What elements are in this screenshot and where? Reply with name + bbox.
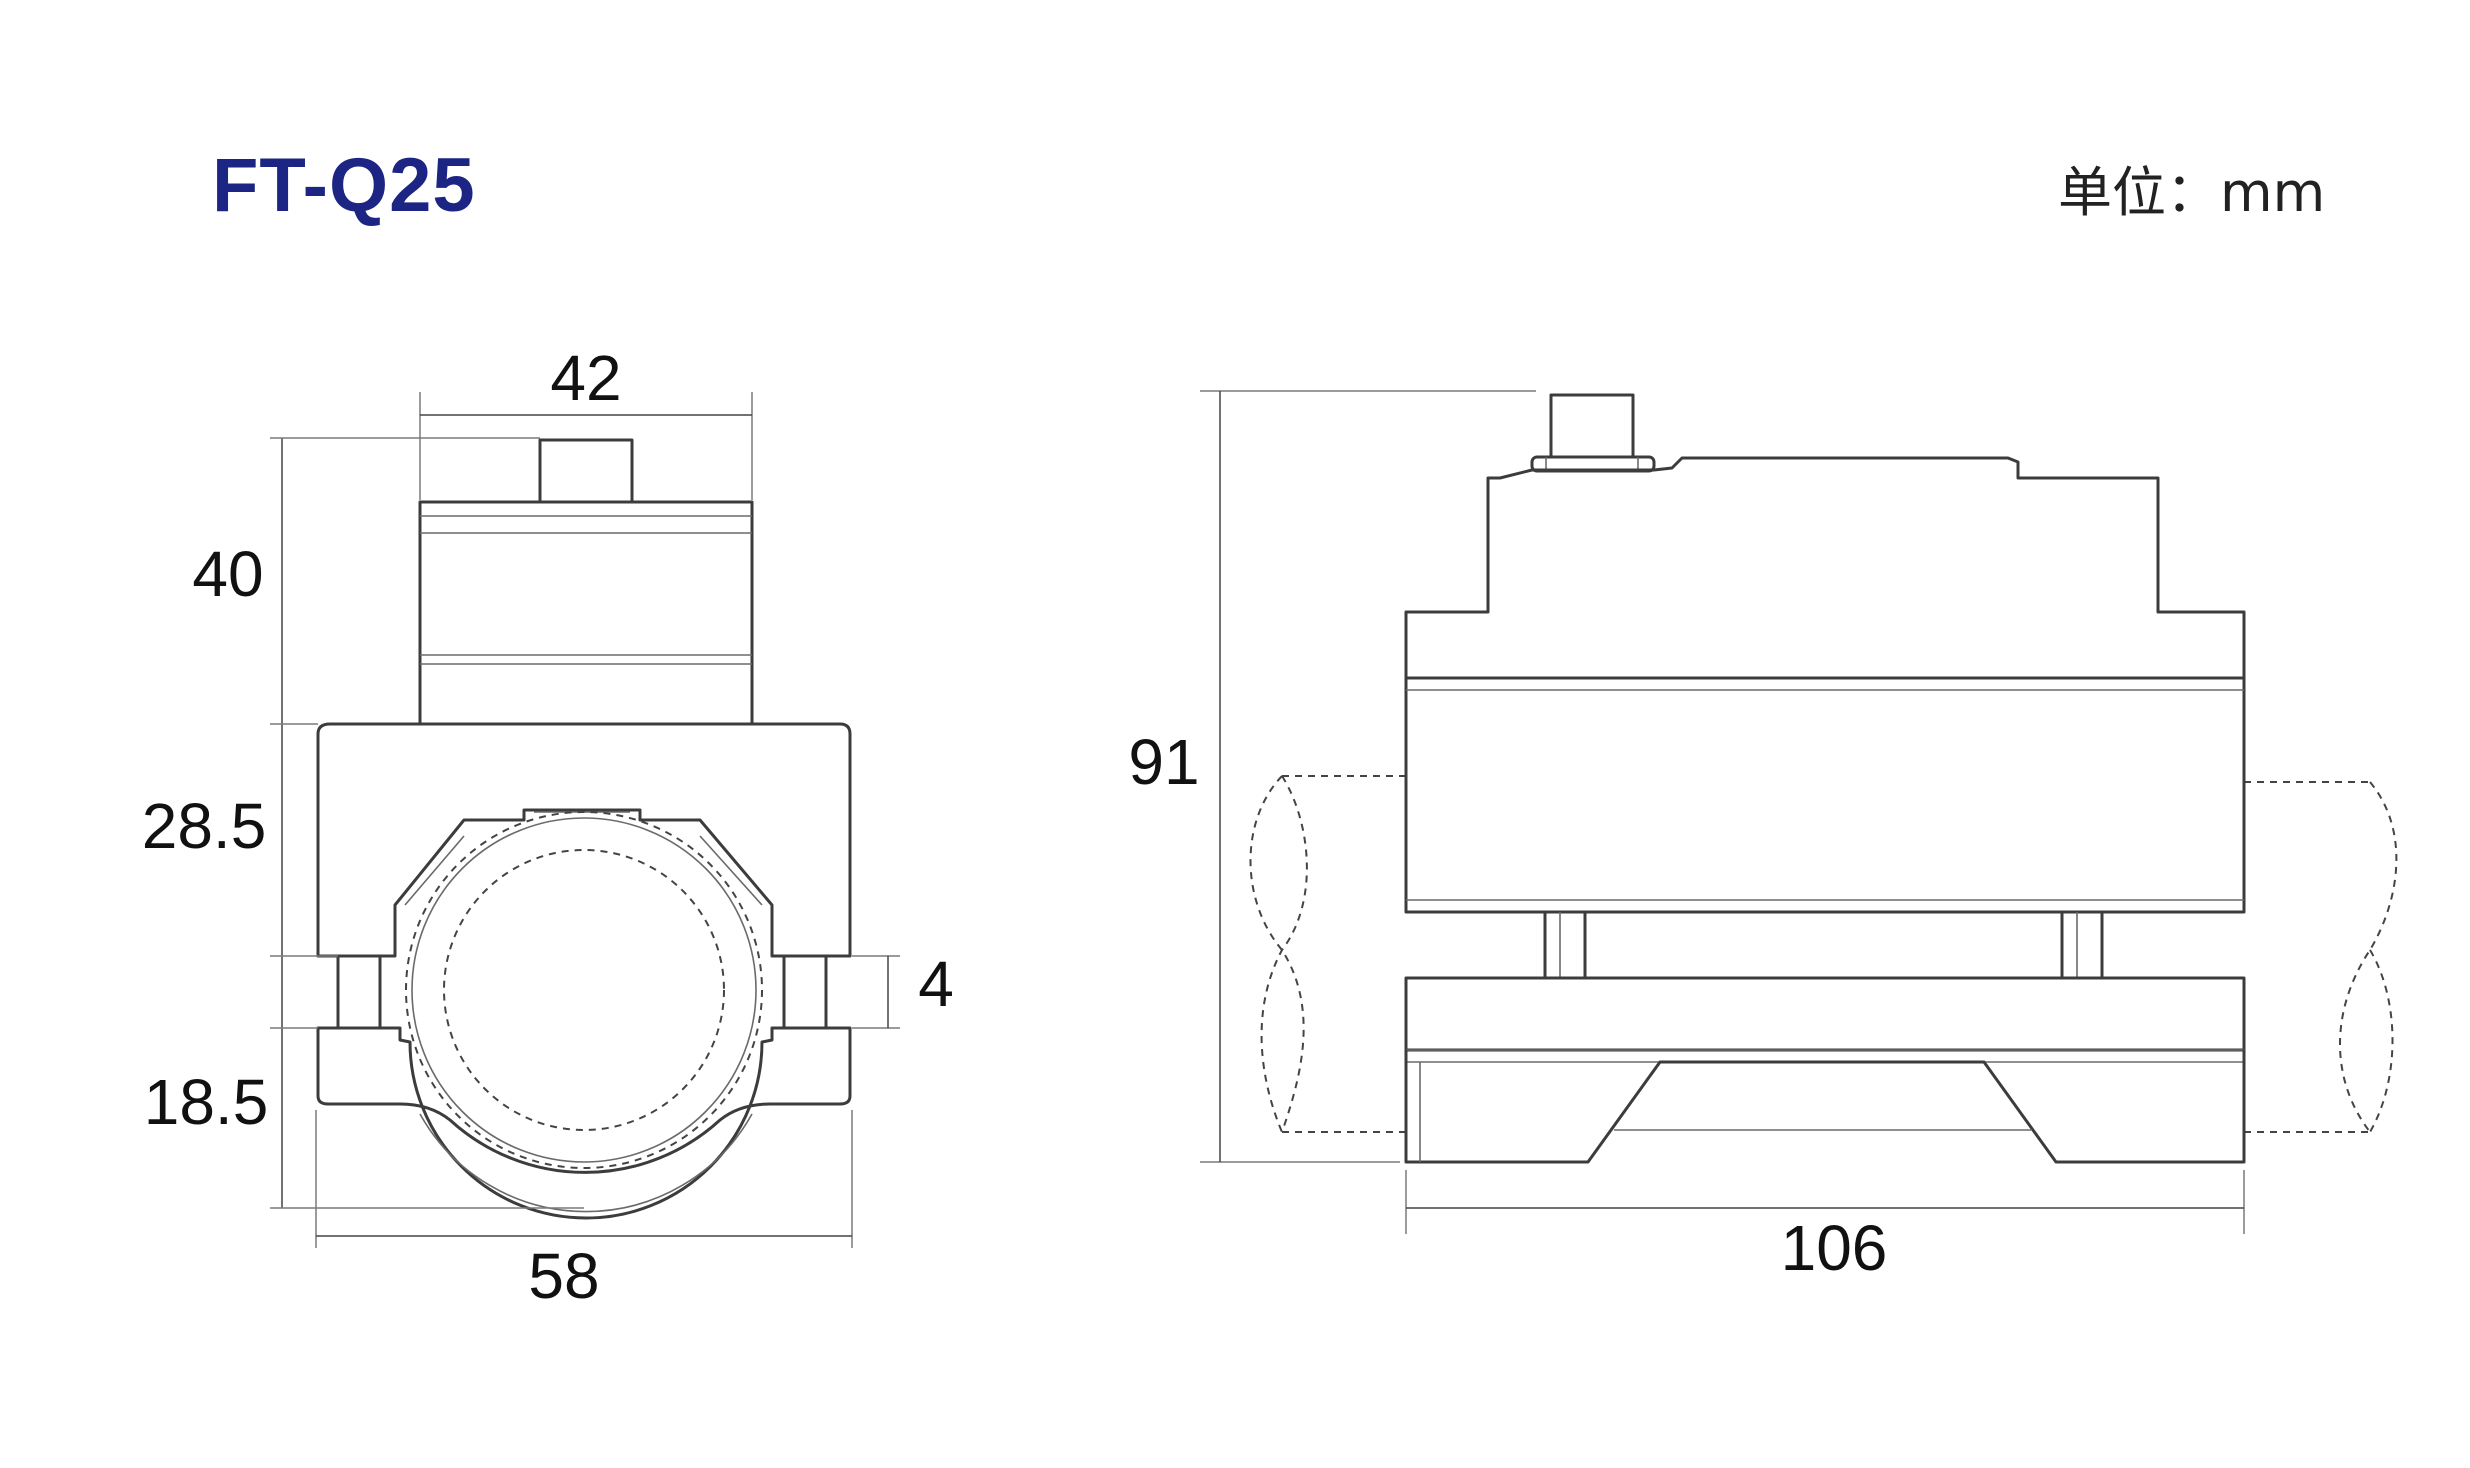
front-pipe-inner	[443, 849, 725, 1131]
dim-body-height: 28.5	[142, 790, 267, 862]
dim-bottom-height: 18.5	[144, 1066, 269, 1138]
side-pipe	[1249, 775, 2398, 1133]
dim-overall-length: 106	[1781, 1212, 1888, 1284]
front-dimensions: 42 40 28.5 18.5 4 58	[142, 342, 954, 1312]
side-bolt-right	[2060, 910, 2104, 980]
side-lower-clamp	[1404, 976, 2246, 1052]
front-view	[316, 438, 852, 1220]
dim-gap: 4	[918, 948, 954, 1020]
side-view	[1249, 393, 2398, 1164]
side-housing-top	[1404, 456, 2246, 680]
side-main-body	[1404, 676, 2246, 914]
dim-overall-width: 58	[528, 1240, 599, 1312]
front-bolt-left	[336, 954, 382, 1030]
side-dimensions: 91 106	[1128, 390, 2245, 1284]
unit-label: 单位：mm	[2058, 161, 2326, 224]
side-clamp-base	[1404, 1050, 2246, 1164]
front-bolt-right	[782, 954, 828, 1030]
dim-top-height: 40	[192, 538, 263, 610]
dim-top-width: 42	[550, 342, 621, 414]
front-upper-body	[316, 722, 852, 958]
model-title: FT-Q25	[212, 143, 476, 228]
side-connector	[1549, 393, 1635, 459]
front-pipe-outer	[405, 811, 763, 1169]
front-sensor-head	[418, 500, 754, 726]
side-bolt-left	[1543, 910, 1587, 980]
dim-overall-height: 91	[1128, 726, 1199, 798]
front-lower-clamp	[316, 1026, 852, 1220]
front-connector	[538, 438, 634, 504]
